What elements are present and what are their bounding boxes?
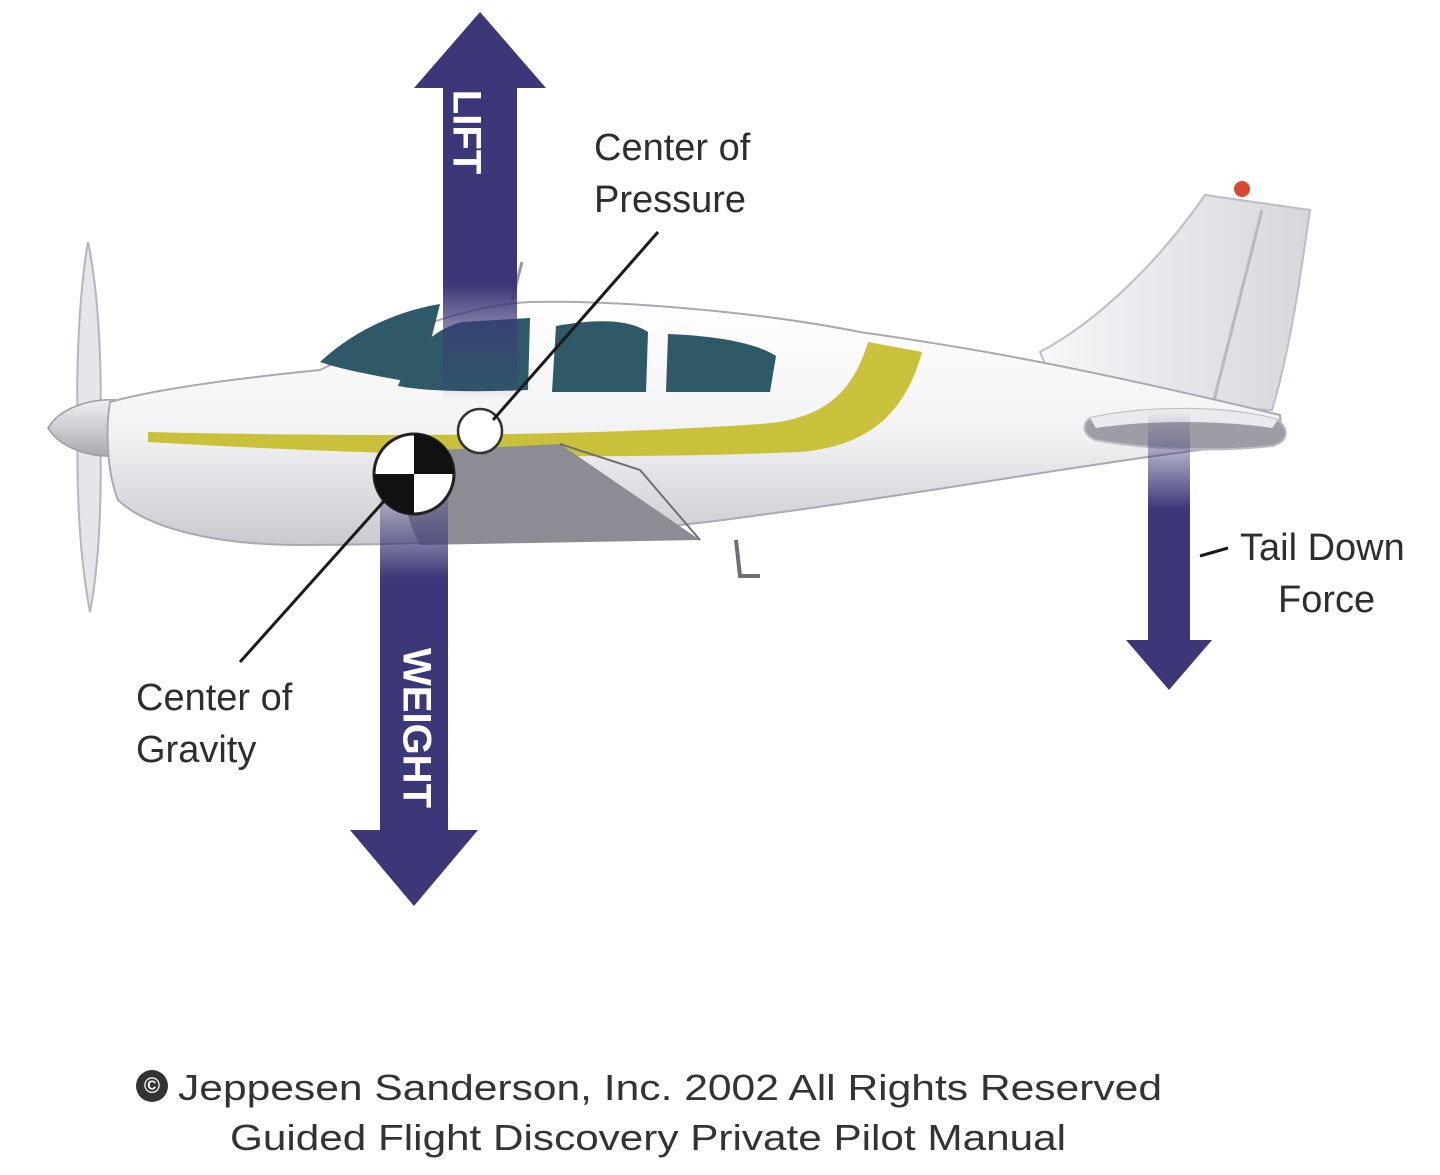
lift-label: LIFT [444, 90, 488, 174]
flap-line [559, 443, 701, 541]
copyright-symbol: © [144, 1073, 160, 1098]
center-of-gravity-label-line2: Gravity [136, 729, 256, 771]
center-of-pressure-leader [491, 231, 660, 421]
main-gear [734, 539, 760, 578]
copyright-line: Jeppesen Sanderson, Inc. 2002 All Rights… [178, 1067, 1162, 1108]
fuselage-stripe [148, 342, 922, 457]
center-of-gravity-leader [238, 498, 387, 664]
credits: © Jeppesen Sanderson, Inc. 2002 All Righ… [136, 1067, 1162, 1158]
weight-arrow: WEIGHT [350, 470, 478, 906]
tail-down-force-arrow [1126, 412, 1212, 690]
airplane [47, 181, 1312, 613]
cabin-window-middle [552, 321, 648, 392]
center-of-gravity-label-line1: Center of [136, 677, 293, 719]
wing-root [400, 444, 700, 545]
cabin-window-rear [666, 334, 776, 392]
center-of-gravity-symbol [372, 432, 456, 516]
copyright-circle [136, 1070, 168, 1102]
lift-arrow: LIFT [414, 12, 546, 400]
beacon-light [1234, 181, 1250, 197]
center-of-pressure-label-line2: Pressure [594, 179, 746, 221]
tail-down-force-leader [1199, 546, 1229, 558]
manual-title-line: Guided Flight Discovery Private Pilot Ma… [230, 1117, 1066, 1158]
weight-label: WEIGHT [394, 648, 438, 808]
tail-down-force-label-line2: Force [1278, 579, 1375, 621]
vertical-stabilizer [1038, 193, 1312, 412]
center-of-pressure-symbol [456, 407, 504, 455]
rudder-hinge-line [1210, 209, 1264, 409]
tail-down-force-label-line1: Tail Down [1240, 527, 1405, 569]
center-of-pressure-label-line1: Center of [594, 127, 751, 169]
